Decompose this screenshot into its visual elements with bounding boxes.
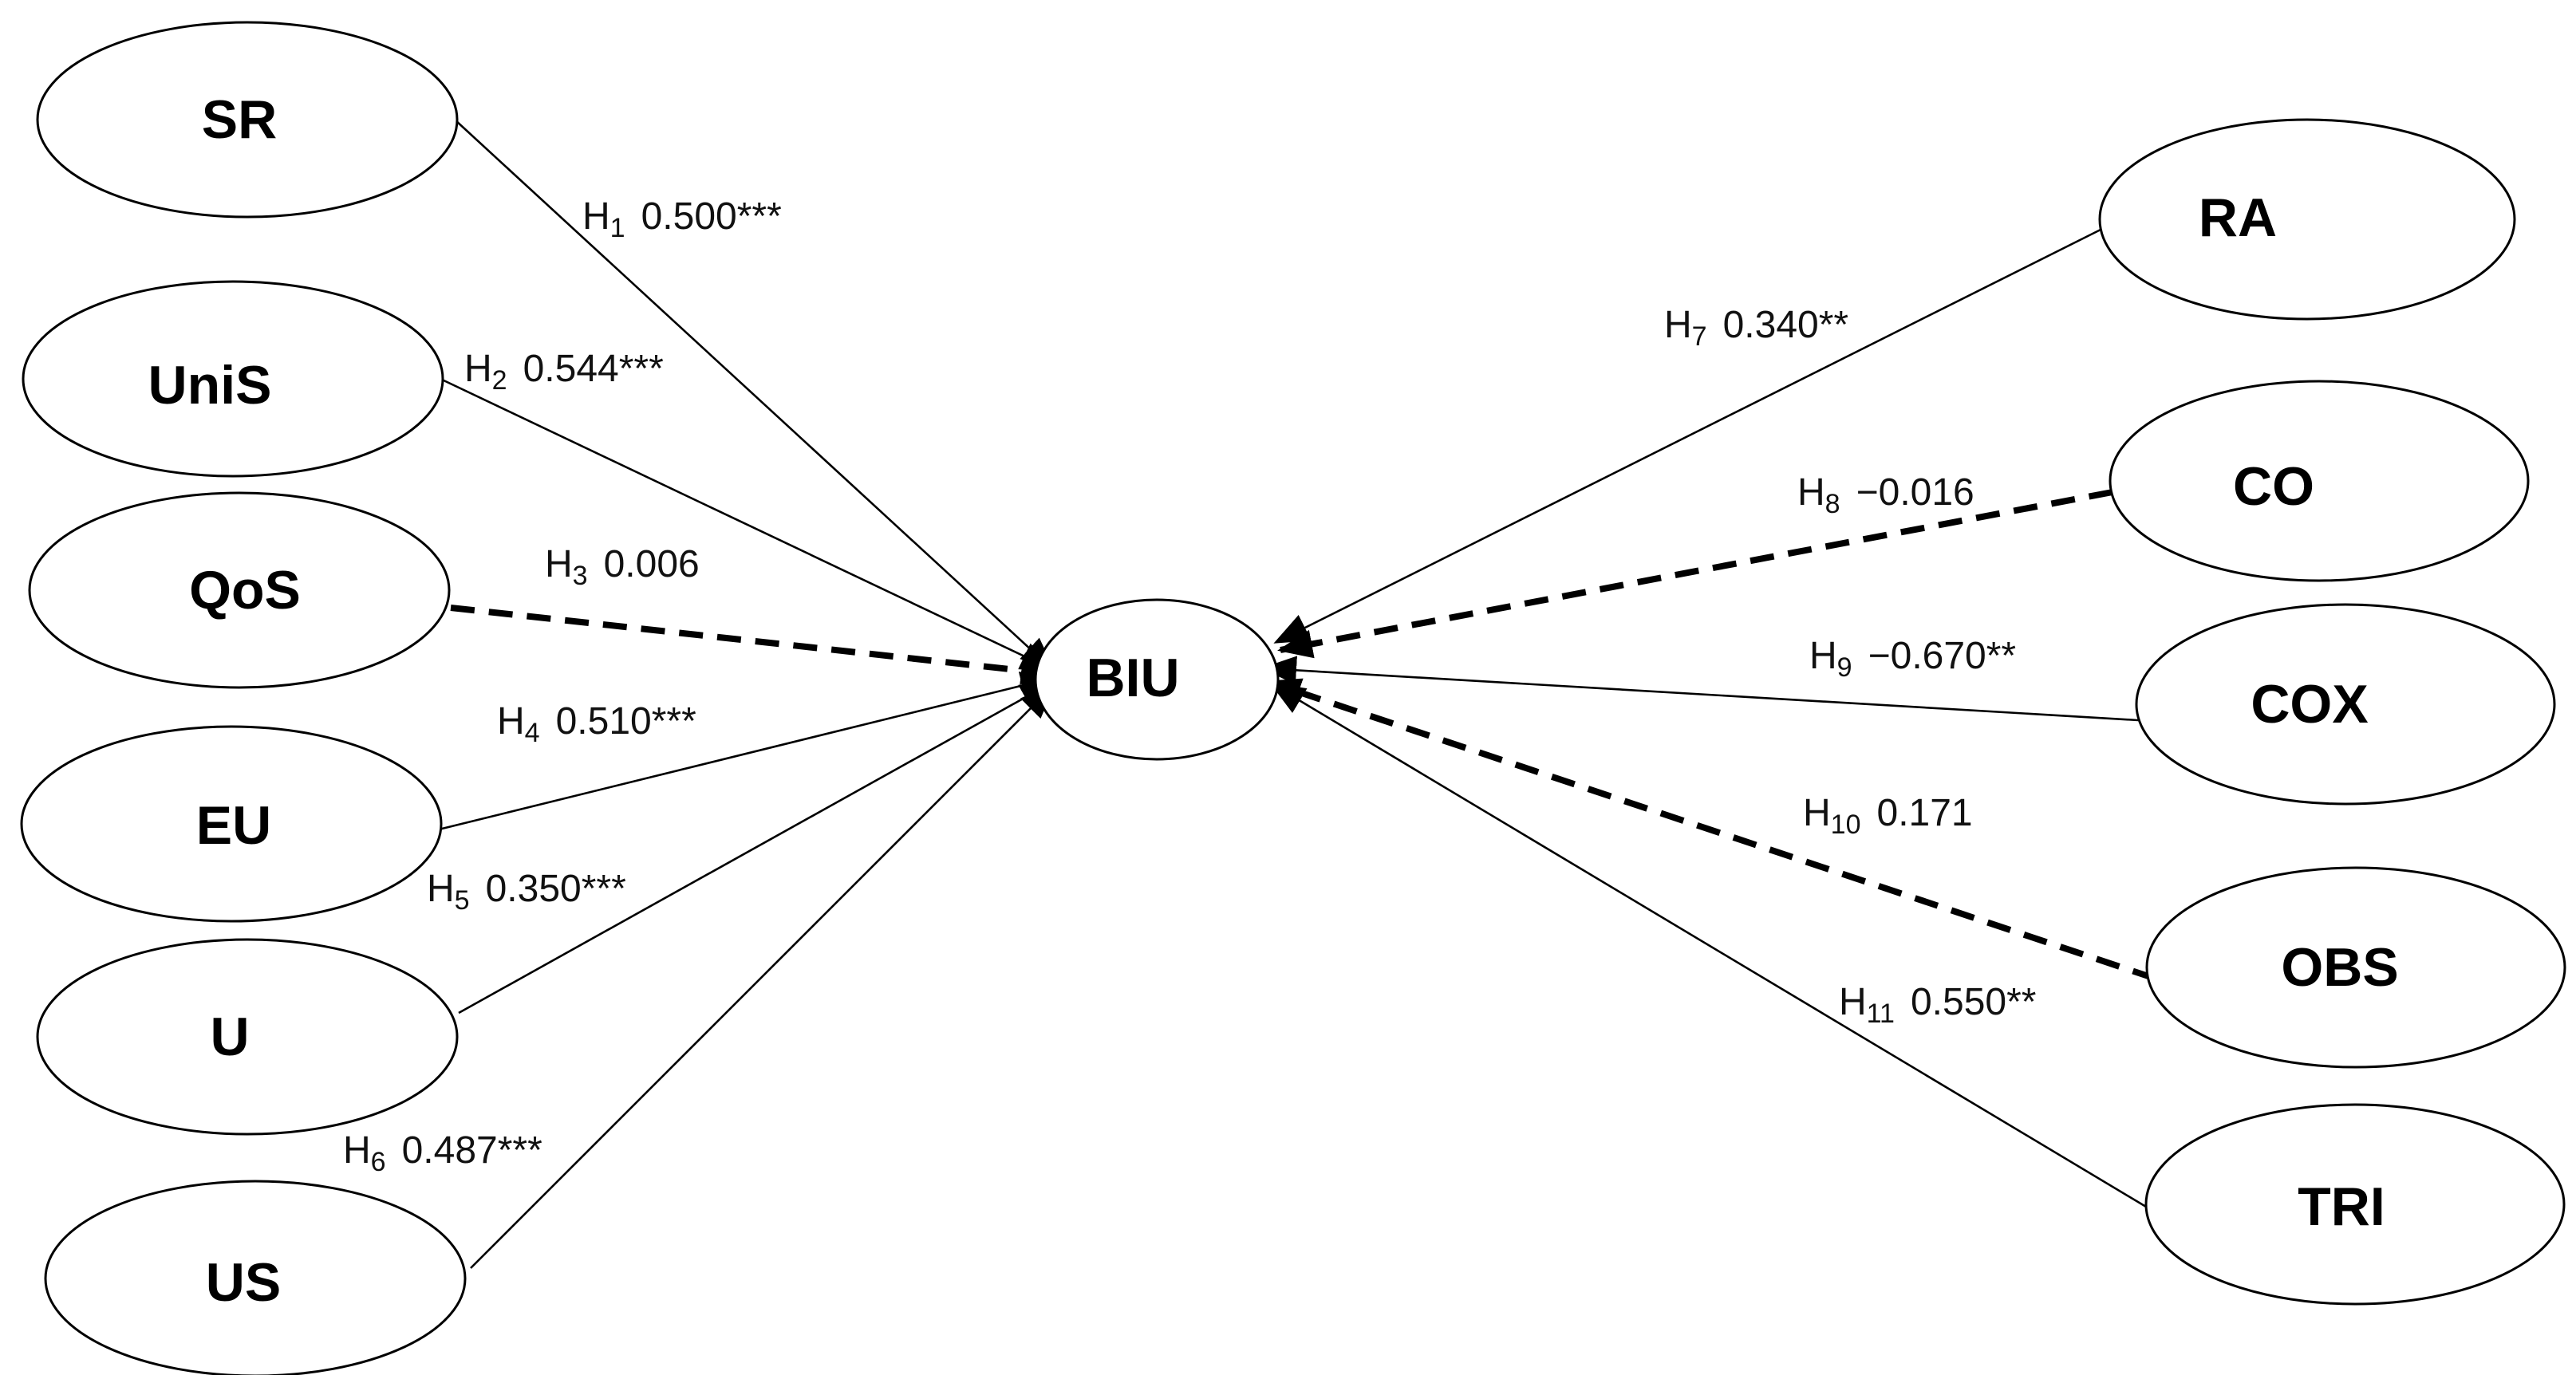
node-ra-ellipse (2098, 118, 2516, 321)
right-nodes: RA CO COX OBS TRI (2098, 118, 2566, 1306)
edge-h6-us-to-biu (470, 684, 1055, 1269)
left-nodes: SR UniS QoS EU U US (20, 21, 467, 1375)
node-obs: OBS (2145, 866, 2566, 1069)
edge-h10-obs-to-biu (1265, 678, 2157, 982)
node-qos: QoS (28, 491, 451, 689)
node-tri: TRI (2144, 1103, 2566, 1306)
node-co-label: CO (2233, 456, 2314, 517)
edge-label-h9: H9−0.670** (1809, 635, 2016, 683)
node-sr: SR (36, 21, 459, 219)
node-us-ellipse (44, 1180, 467, 1375)
node-biu-ellipse (1034, 598, 1280, 761)
edge-h3-qos-to-biu (450, 605, 1056, 685)
edge-h11-tri-to-biu (1269, 682, 2147, 1208)
node-obs-label: OBS (2281, 937, 2398, 998)
node-co: CO (2109, 380, 2530, 582)
edge-h5-u-to-biu (458, 680, 1056, 1015)
node-cox: COX (2135, 603, 2556, 806)
node-cox-label: COX (2251, 674, 2368, 735)
node-tri-label: TRI (2298, 1176, 2385, 1237)
node-us: US (44, 1180, 467, 1375)
node-u-ellipse (36, 938, 459, 1136)
node-us-label: US (206, 1252, 281, 1313)
edge-label-h8: H8−0.016 (1797, 471, 1974, 519)
node-u-label: U (210, 1007, 249, 1067)
node-obs-ellipse (2145, 866, 2566, 1069)
node-eu-label: EU (196, 795, 271, 856)
node-unis-ellipse (22, 280, 444, 478)
edge-h9-cox-to-biu (1261, 656, 2139, 722)
node-co-ellipse (2109, 380, 2530, 582)
node-cox-ellipse (2135, 603, 2556, 806)
edge-h1-sr-to-biu (454, 119, 1055, 672)
edges-layer (438, 119, 2157, 1269)
node-eu-ellipse (20, 725, 443, 923)
node-u: U (36, 938, 459, 1136)
node-unis: UniS (22, 280, 444, 478)
node-sr-ellipse (36, 21, 459, 219)
node-tri-ellipse (2144, 1103, 2566, 1306)
node-qos-label: QoS (189, 560, 301, 621)
edge-h8-co-to-biu (1277, 489, 2113, 659)
edge-h7-ra-to-biu (1273, 227, 2103, 644)
node-sr-label: SR (202, 89, 277, 150)
node-biu-label: BIU (1086, 648, 1179, 708)
node-ra-label: RA (2199, 187, 2277, 248)
node-qos-ellipse (28, 491, 451, 689)
edge-h2-unis-to-biu (440, 377, 1056, 672)
edge-h4-eu-to-biu (438, 672, 1056, 831)
node-biu: BIU (1034, 598, 1280, 761)
node-eu: EU (20, 725, 443, 923)
node-unis-label: UniS (148, 355, 272, 416)
node-ra: RA (2098, 118, 2516, 321)
